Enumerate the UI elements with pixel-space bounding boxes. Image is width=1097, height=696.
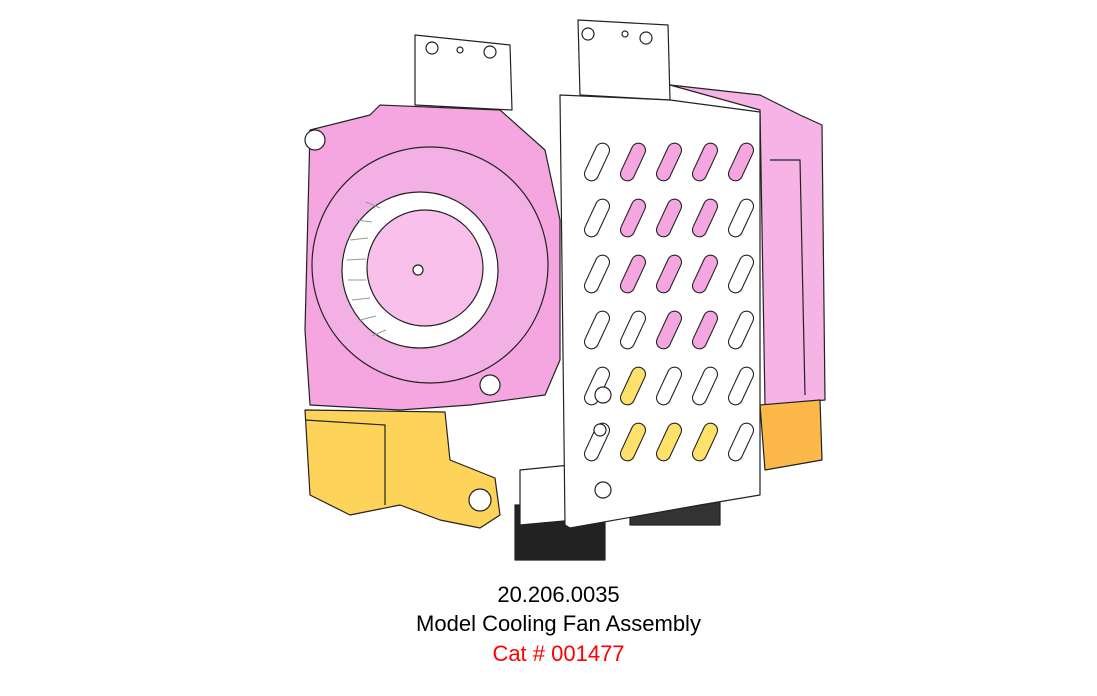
vent-slot (583, 142, 611, 182)
mounting-bracket-right (577, 19, 671, 101)
vent-slot (727, 142, 755, 182)
vent-slot (727, 366, 755, 406)
vent-slot (727, 422, 755, 462)
part-number: 20.206.0035 (497, 582, 620, 607)
vent-slot (583, 254, 611, 294)
vent-slot (727, 198, 755, 238)
fan-assembly-illustration (304, 19, 826, 561)
vent-slot (619, 422, 647, 462)
vent-slot (619, 254, 647, 294)
product-name: Model Cooling Fan Assembly (416, 611, 701, 636)
vent-slot (691, 198, 719, 238)
mounting-bracket-left (414, 34, 513, 111)
vent-slot (691, 254, 719, 294)
vent-slot (691, 142, 719, 182)
vent-slot (691, 366, 719, 406)
vent-slot (655, 142, 683, 182)
vent-slot (691, 310, 719, 350)
vent-slot (619, 366, 647, 406)
rear-blower-fan (669, 84, 826, 406)
metal-plate (559, 94, 761, 529)
vent-slot (655, 366, 683, 406)
left-air-duct (304, 409, 501, 529)
vent-slot (619, 198, 647, 238)
vent-slot (655, 310, 683, 350)
right-air-duct (759, 399, 823, 471)
vent-slot (691, 422, 719, 462)
vent-slot (619, 142, 647, 182)
catalog-number: Cat # 001477 (492, 641, 625, 666)
vent-slot (655, 422, 683, 462)
blower-fan (304, 104, 561, 411)
vent-slot (655, 198, 683, 238)
vent-slot (619, 310, 647, 350)
vent-slot (655, 254, 683, 294)
connector (514, 464, 721, 561)
vent-slot (727, 254, 755, 294)
vent-slot (583, 198, 611, 238)
vent-slot (583, 310, 611, 350)
vent-slot (727, 310, 755, 350)
